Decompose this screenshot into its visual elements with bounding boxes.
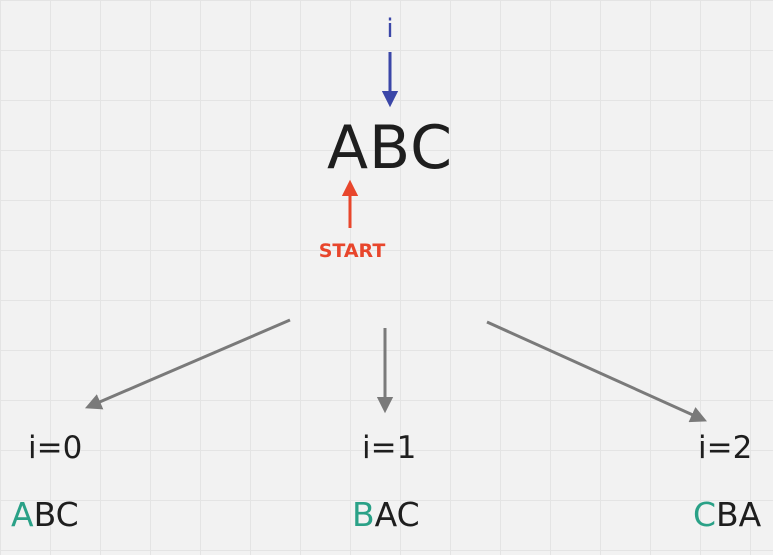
permutation-1-swapped-char: B — [352, 495, 375, 534]
permutation-2-rest: BA — [716, 495, 762, 534]
branch-index-2: i=2 — [698, 430, 753, 466]
permutation-2: CBA — [693, 498, 761, 531]
branch-index-0: i=0 — [28, 430, 83, 466]
permutation-0-rest: BC — [33, 495, 79, 534]
root-string: ABC — [326, 113, 454, 183]
edge-to-i0 — [84, 318, 291, 410]
pointer-label: i — [386, 14, 394, 44]
start-label: START — [318, 240, 386, 262]
permutation-1: BAC — [352, 498, 420, 531]
permutation-0-swapped-char: A — [11, 495, 34, 534]
permutation-0: ABC — [11, 498, 79, 531]
permutation-1-rest: AC — [374, 495, 420, 534]
edge-to-i2 — [486, 320, 708, 423]
permutation-2-swapped-char: C — [693, 495, 717, 534]
branch-index-1: i=1 — [362, 430, 417, 466]
